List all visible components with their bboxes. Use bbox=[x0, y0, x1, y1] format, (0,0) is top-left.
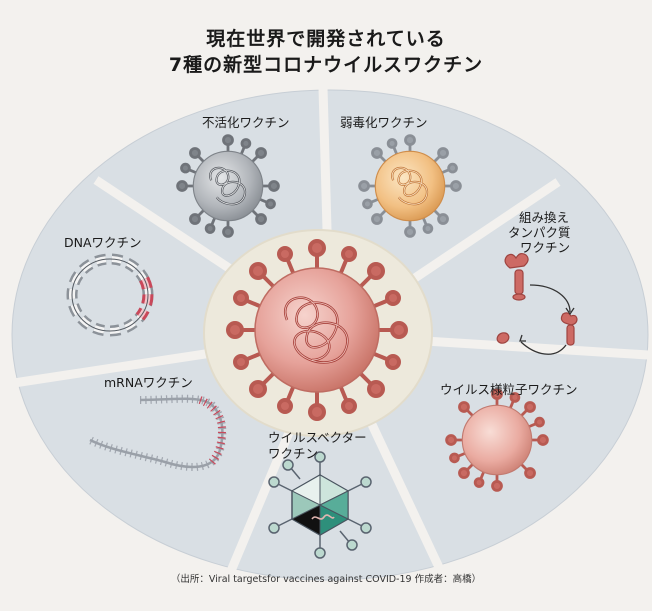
label-recombinant-1: 組み換え bbox=[519, 210, 570, 225]
sars-cov-2-virus-icon bbox=[226, 239, 408, 421]
label-viral-vector-2: ワクチン bbox=[268, 446, 319, 461]
virus-like-particle-icon bbox=[445, 388, 549, 492]
label-viral-vector-1: ウイルスベクター bbox=[268, 430, 367, 445]
title-line-2: 7種の新型コロナウイルスワクチン bbox=[168, 54, 484, 76]
label-mrna-vaccine: mRNAワクチン bbox=[104, 375, 193, 390]
label-recombinant-2: タンパク質 bbox=[508, 225, 571, 240]
label-inactivated-vaccine: 不活化ワクチン bbox=[202, 115, 290, 130]
label-attenuated-vaccine: 弱毒化ワクチン bbox=[340, 115, 428, 130]
attenuated-virus-icon bbox=[358, 134, 462, 238]
title-line-1: 現在世界で開発されている bbox=[206, 28, 446, 50]
source-caption: （出所：Viral targetsfor vaccines against CO… bbox=[170, 574, 482, 585]
mrna-strand-icon bbox=[88, 394, 227, 471]
label-recombinant-3: ワクチン bbox=[520, 240, 571, 255]
label-virus-like-particle-vaccine: ウイルス様粒子ワクチン bbox=[440, 382, 578, 397]
dna-plasmid-icon bbox=[66, 253, 154, 337]
inactivated-virus-icon bbox=[176, 134, 280, 238]
viral-vector-icon bbox=[268, 451, 372, 559]
recombinant-protein-icon bbox=[496, 252, 578, 355]
label-dna-vaccine: DNAワクチン bbox=[64, 235, 142, 250]
